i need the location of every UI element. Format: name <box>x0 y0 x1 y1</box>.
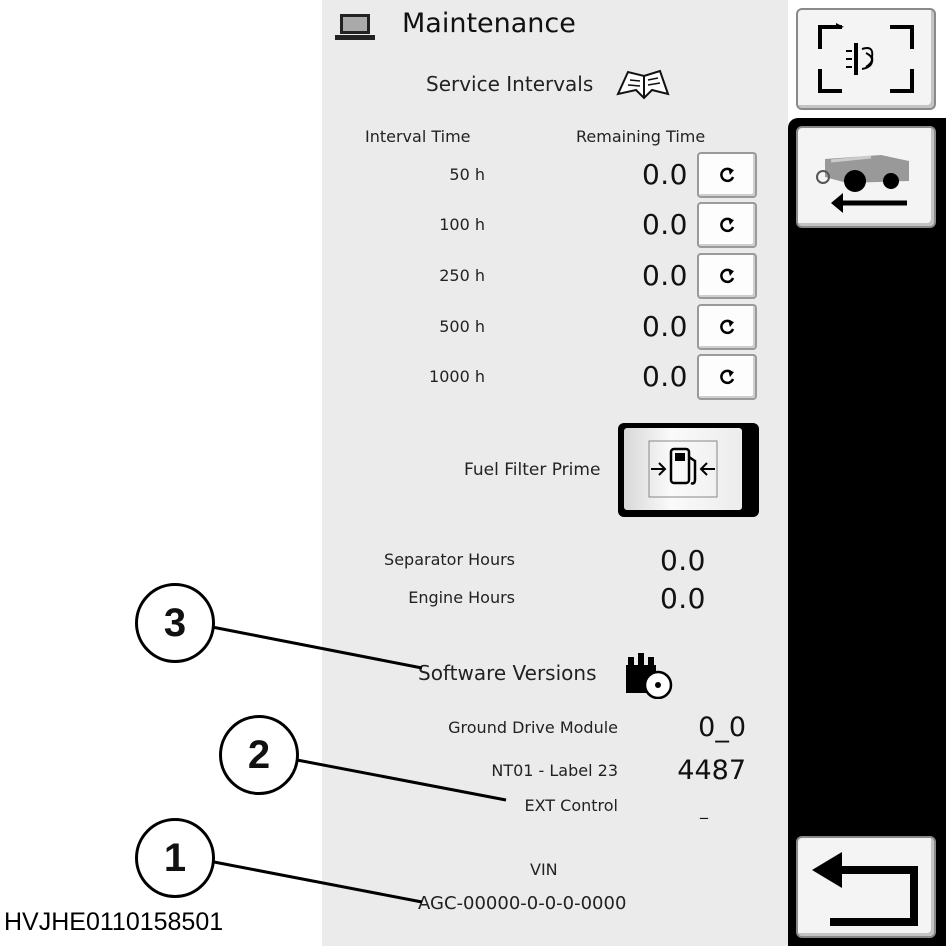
reset-icon <box>720 319 735 335</box>
interval-label: 100 h <box>439 215 485 234</box>
engine-hours-label: Engine Hours <box>408 588 515 607</box>
reset-250h-button[interactable] <box>697 253 757 299</box>
service-intervals-title: Service Intervals <box>426 72 594 96</box>
diagnostics-button[interactable] <box>796 8 936 110</box>
page-title: Maintenance <box>402 8 576 39</box>
back-button[interactable] <box>796 836 936 938</box>
reset-1000h-button[interactable] <box>697 354 757 400</box>
interval-label: 500 h <box>439 317 485 336</box>
remaining-value: 0.0 <box>641 360 688 393</box>
reset-icon <box>720 369 735 385</box>
reset-100h-button[interactable] <box>697 202 757 248</box>
fuel-filter-prime-label: Fuel Filter Prime <box>464 460 601 480</box>
software-disc-icon <box>626 653 673 699</box>
sidebar-black-area <box>788 118 946 946</box>
combine-harvester-icon <box>816 155 909 213</box>
diagnostic-scan-icon <box>818 23 914 93</box>
remaining-value: 0.0 <box>641 208 688 241</box>
software-row-label: EXT Control <box>524 796 618 815</box>
reset-50h-button[interactable] <box>697 152 757 198</box>
remaining-value: 0.0 <box>641 259 688 292</box>
interval-label: 250 h <box>439 266 485 285</box>
software-row-label: NT01 - Label 23 <box>491 761 618 780</box>
callout-2: 2 <box>219 715 299 795</box>
reset-icon <box>720 268 735 284</box>
separator-hours-value: 0.0 <box>659 544 706 577</box>
back-arrow-icon <box>812 852 918 926</box>
combine-return-button[interactable] <box>796 126 936 228</box>
col-header-interval: Interval Time <box>365 127 471 146</box>
vin-value: AGC-00000-0-0-0-0000 <box>418 893 627 914</box>
callout-3: 3 <box>135 583 215 663</box>
interval-label: 1000 h <box>429 367 485 386</box>
interval-label: 50 h <box>449 165 485 184</box>
software-row-label: Ground Drive Module <box>448 718 618 737</box>
software-row-value: 4487 <box>677 755 746 786</box>
vin-label: VIN <box>530 860 558 879</box>
engine-hours-value: 0.0 <box>659 582 706 615</box>
reset-icon <box>720 217 735 233</box>
callout-1: 1 <box>135 818 215 898</box>
manual-book-icon <box>616 69 670 100</box>
fuel-filter-prime-button[interactable] <box>618 423 759 517</box>
reset-500h-button[interactable] <box>697 304 757 350</box>
figure-code: HVJHE0110158501 <box>4 908 224 936</box>
fuel-pump-icon <box>648 440 718 498</box>
laptop-icon <box>335 14 375 40</box>
software-row-value: 0_0 <box>698 712 746 743</box>
software-row-value: _ <box>700 800 708 819</box>
reset-icon <box>720 167 735 183</box>
remaining-value: 0.0 <box>641 158 688 191</box>
software-versions-title: Software Versions <box>418 661 597 685</box>
separator-hours-label: Separator Hours <box>384 550 515 569</box>
remaining-value: 0.0 <box>641 310 688 343</box>
col-header-remaining: Remaining Time <box>576 127 706 146</box>
